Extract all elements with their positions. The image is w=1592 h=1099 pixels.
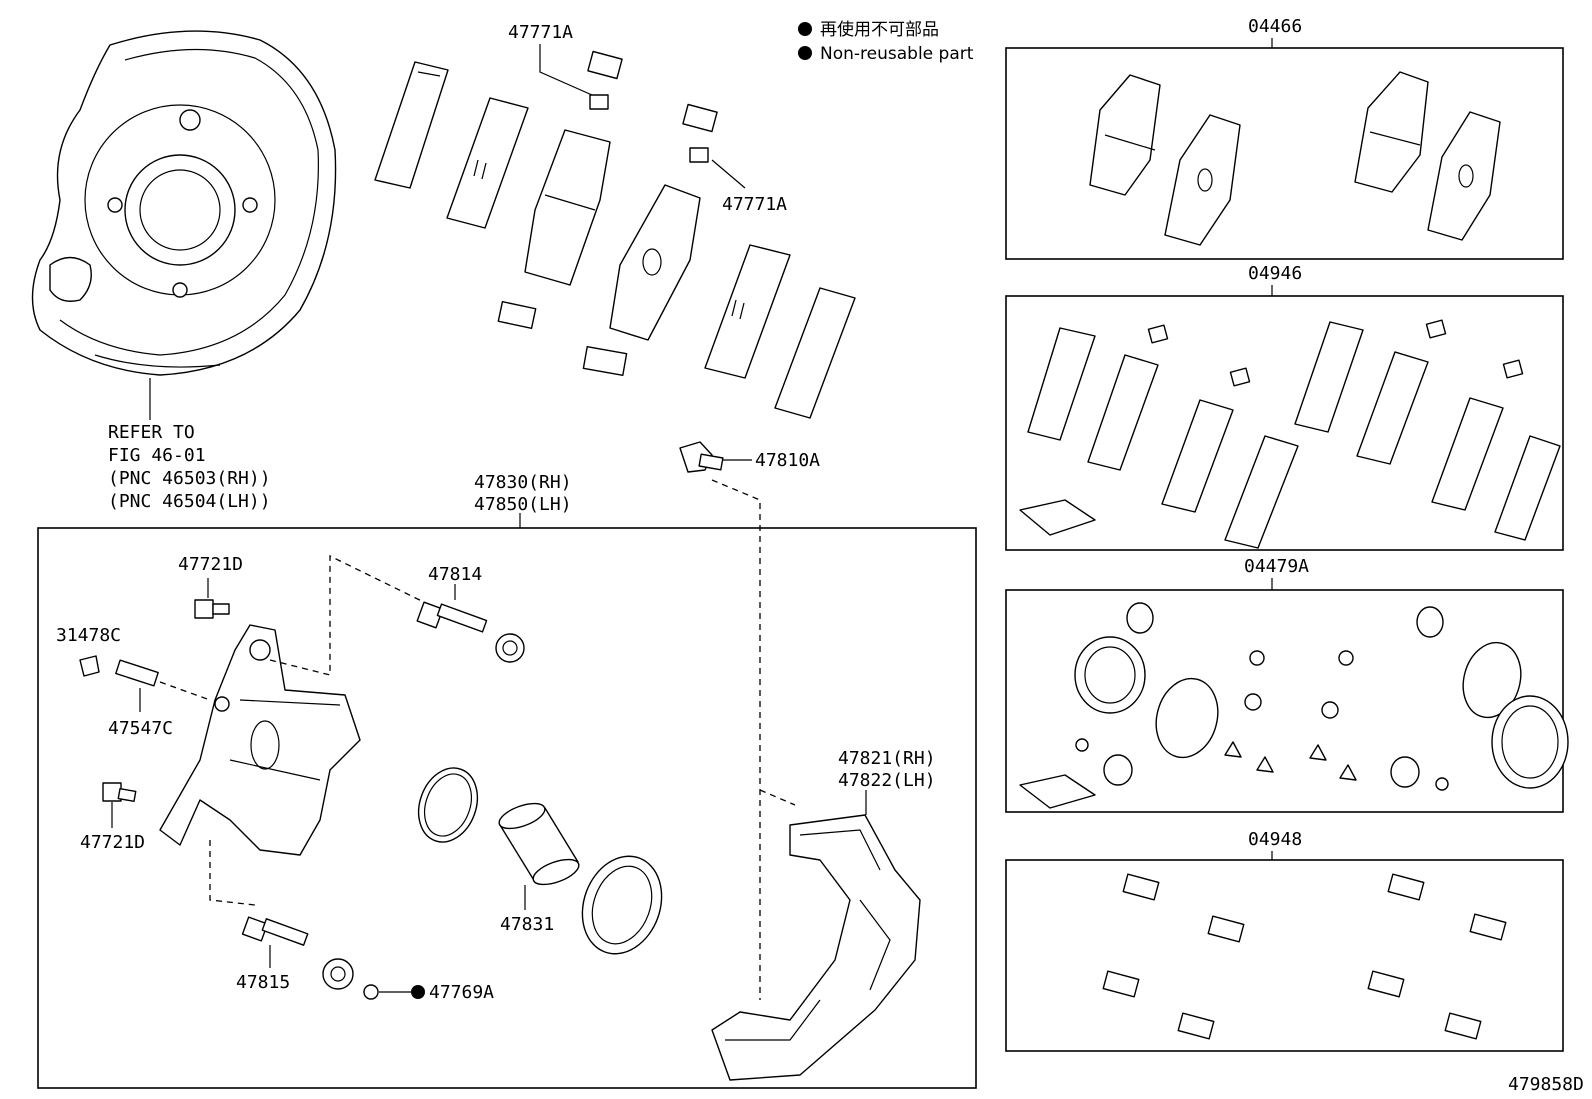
label-47721d-bottom: 47721D (80, 832, 145, 853)
kit-frame-04479a (1005, 589, 1564, 813)
cap-31478c-drawing (79, 655, 100, 677)
label-47721d-top: 47721D (178, 554, 243, 575)
caliper-assembly-frame (37, 527, 977, 1089)
label-47815: 47815 (236, 972, 290, 993)
legend-line-jp: 再使用不可部品 (820, 19, 939, 40)
label-47547c: 47547C (108, 718, 173, 739)
caliper-body-drawing (159, 554, 441, 906)
kit-04948-clips-drawing (1102, 873, 1507, 1040)
bolt-47810a-drawing (679, 441, 761, 1000)
kit-04479a-seals-drawing (1019, 602, 1569, 809)
brake-pads-drawing (374, 44, 856, 419)
refer-label-line4: (PNC 46504(LH)) (108, 491, 271, 512)
kit-label-04946: 04946 (1248, 263, 1302, 284)
refer-label-line2: FIG 46-01 (108, 445, 206, 466)
label-47771a-mid: 47771A (722, 194, 787, 215)
legend-line-en: Non-reusable part (820, 44, 974, 64)
pin-47815-drawing (241, 916, 354, 990)
kit-04466-pads-drawing (1089, 71, 1501, 246)
non-reusable-dot-icon (411, 985, 425, 999)
mounting-bracket-drawing (711, 789, 921, 1081)
kit-label-04466: 04466 (1248, 16, 1302, 37)
label-31478c: 31478C (56, 625, 121, 646)
dust-shield-drawing (31, 30, 337, 420)
kit-frame-04946 (1005, 295, 1564, 551)
label-47822: 47822(LH) (838, 770, 936, 791)
label-47831: 47831 (500, 914, 554, 935)
kit-04946-shims-drawing (1019, 319, 1561, 549)
kit-label-04479a: 04479A (1244, 556, 1309, 577)
non-reusable-dot-icon (798, 22, 812, 36)
kit-label-04948: 04948 (1248, 829, 1302, 850)
bolt-47721d-bottom-drawing (102, 782, 137, 828)
bolt-47721d-top-drawing (194, 578, 230, 619)
pin-47814-drawing (416, 584, 525, 663)
piston-parts-drawing (417, 767, 663, 955)
non-reusable-dot-icon (798, 46, 812, 60)
label-47810a: 47810A (755, 450, 820, 471)
diagram-id: 479858D (1508, 1074, 1584, 1095)
label-47769a: 47769A (429, 982, 494, 1003)
cap-47769a-drawing (363, 984, 425, 1000)
bleeder-47547c-drawing (115, 659, 211, 712)
label-47771a-top: 47771A (508, 22, 573, 43)
kit-frame-04466 (1005, 47, 1564, 260)
refer-label-line1: REFER TO (108, 422, 195, 443)
refer-label-line3: (PNC 46503(RH)) (108, 468, 271, 489)
label-47814: 47814 (428, 564, 482, 585)
label-47830: 47830(RH) (474, 472, 572, 493)
legend: 再使用不可部品 Non-reusable part (798, 19, 974, 64)
label-47850: 47850(LH) (474, 494, 572, 515)
kit-frame-04948 (1005, 859, 1564, 1052)
label-47821: 47821(RH) (838, 748, 936, 769)
